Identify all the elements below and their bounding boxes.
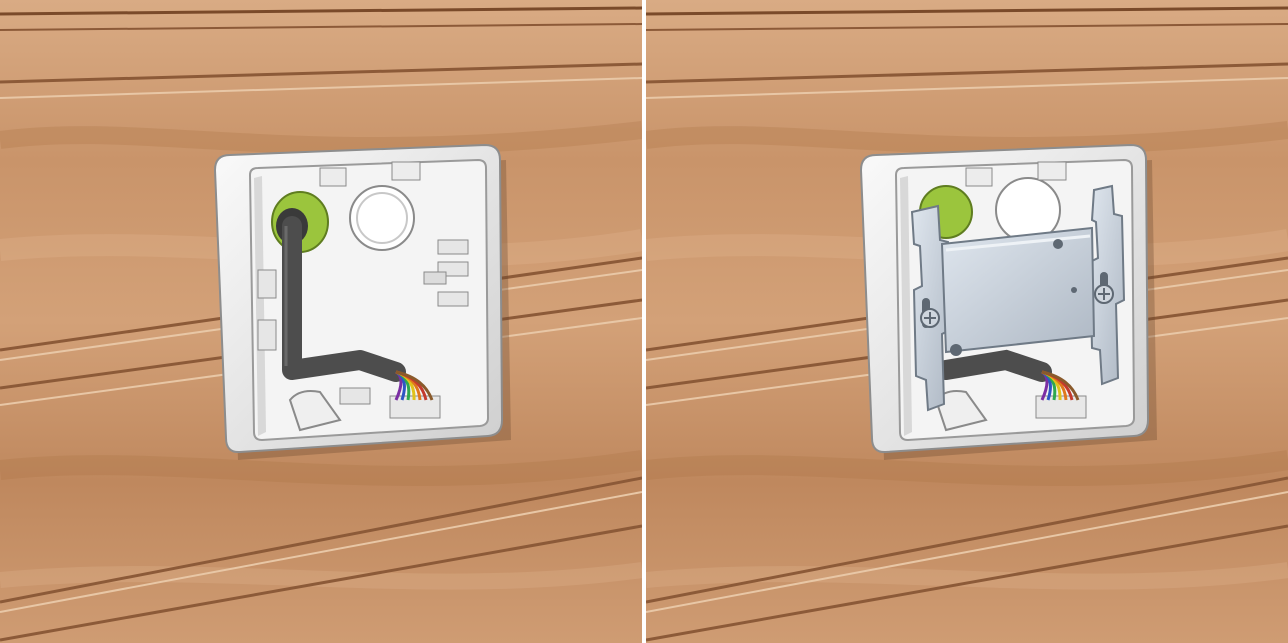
data-cable — [946, 360, 1042, 372]
knockout-hole — [350, 186, 414, 250]
step-2-drawing — [646, 0, 1288, 643]
step-1-drawing — [0, 0, 642, 643]
step-2-panel — [646, 0, 1288, 643]
step-1-panel — [0, 0, 642, 643]
screw-left — [921, 309, 939, 327]
screw-right — [1095, 285, 1113, 303]
surface-box — [215, 145, 502, 452]
